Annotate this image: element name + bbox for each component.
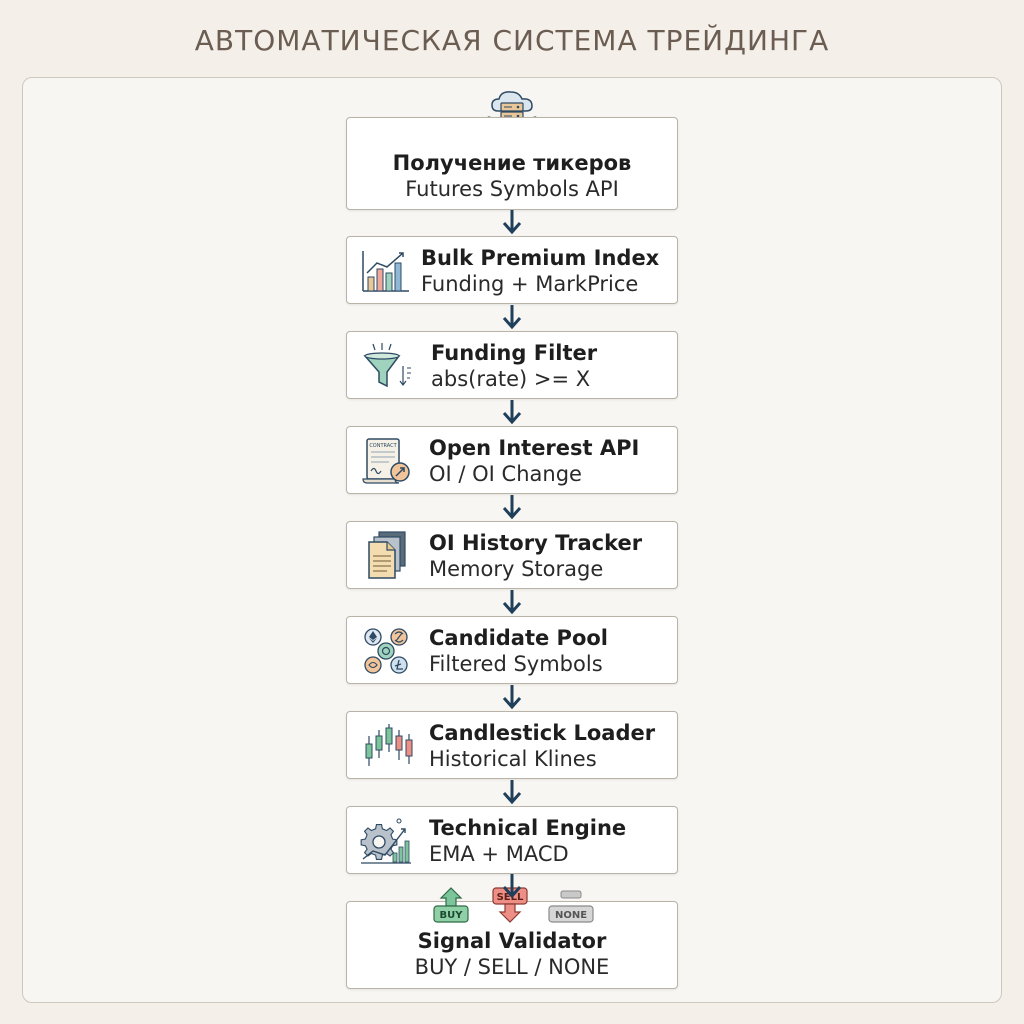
step-funding-filter: Funding Filter abs(rate) >= X: [346, 331, 678, 399]
flow-arrow: [502, 305, 522, 330]
step-title: Funding Filter: [431, 341, 598, 365]
contract-icon-label: CONTRACT: [369, 443, 397, 449]
flow-arrow: [502, 780, 522, 805]
step-subtitle: Historical Klines: [429, 747, 597, 771]
step-title: Candidate Pool: [429, 626, 609, 650]
gear-chart-icon: [360, 818, 411, 864]
flow-arrow: [502, 874, 522, 899]
buy-label: BUY: [440, 910, 464, 921]
none-signal-icon: NONE: [548, 890, 594, 923]
step-candidate-pool: Candidate Pool Filtered Symbols: [346, 616, 678, 684]
buy-signal-icon: BUY: [433, 887, 469, 923]
step-subtitle: EMA + MACD: [429, 842, 569, 866]
sell-label: SELL: [497, 892, 524, 903]
step-subtitle: OI / OI Change: [429, 462, 582, 486]
documents-stack-icon: [368, 531, 406, 579]
step-title: Open Interest API: [429, 436, 640, 460]
step-subtitle: Funding + MarkPrice: [421, 272, 639, 296]
step-open-interest-api: CONTRACT Open Interest API OI / OI Chang…: [346, 426, 678, 494]
step-bulk-premium-index: Bulk Premium Index Funding + MarkPrice: [346, 236, 678, 304]
candlestick-icon: [365, 724, 413, 766]
step-oi-history-tracker: OI History Tracker Memory Storage: [346, 521, 678, 589]
step-title: Получение тикеров: [392, 151, 632, 175]
crypto-coins-icon: [364, 628, 408, 674]
step-candlestick-loader: Candlestick Loader Historical Klines: [346, 711, 678, 779]
step-title: OI History Tracker: [429, 531, 643, 555]
step-subtitle: abs(rate) >= X: [431, 367, 591, 391]
flow-arrow: [502, 400, 522, 425]
flow-arrow: [502, 685, 522, 710]
step-title: Technical Engine: [429, 816, 627, 840]
step-subtitle: Memory Storage: [429, 557, 604, 581]
step-subtitle: BUY / SELL / NONE: [414, 955, 610, 979]
contract-icon: CONTRACT: [362, 438, 410, 484]
step-subtitle: Filtered Symbols: [429, 652, 603, 676]
step-title: Signal Validator: [417, 929, 607, 953]
step-title: Candlestick Loader: [429, 721, 656, 745]
step-title: Bulk Premium Index: [421, 246, 660, 270]
step-get-tickers: Получение тикеров Futures Symbols API: [346, 117, 678, 210]
flow-arrow: [502, 590, 522, 615]
bar-chart-icon: [362, 251, 409, 292]
none-label: NONE: [555, 910, 587, 921]
funnel-icon: [363, 343, 411, 388]
step-technical-engine: Technical Engine EMA + MACD: [346, 806, 678, 874]
page-title: АВТОМАТИЧЕСКАЯ СИСТЕМА ТРЕЙДИНГА: [194, 24, 830, 57]
flow-arrow: [502, 210, 522, 235]
flow-arrow: [502, 495, 522, 520]
step-subtitle: Futures Symbols API: [405, 177, 619, 201]
